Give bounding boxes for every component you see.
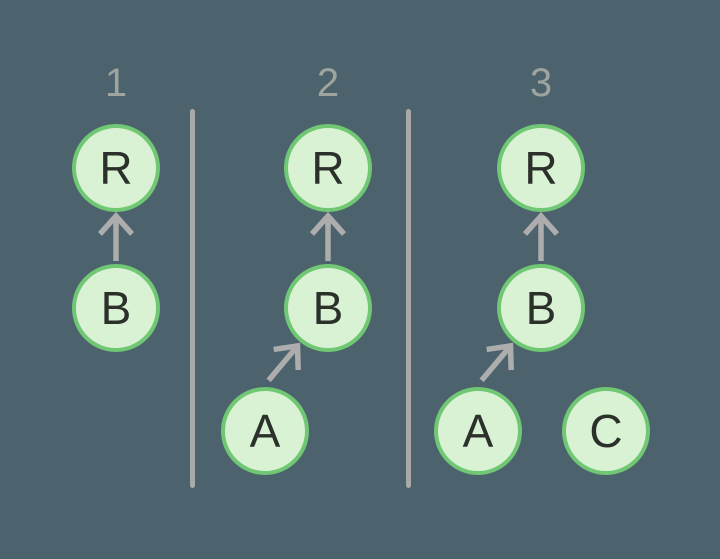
node-r-panel-3: R [497, 124, 585, 212]
node-a-panel-3: A [434, 387, 522, 475]
node-c-panel-3: C [562, 387, 650, 475]
node-letter: C [589, 405, 623, 457]
node-letter: A [249, 405, 281, 457]
node-letter: R [311, 142, 345, 194]
node-letter: B [100, 282, 132, 334]
node-letter: R [524, 142, 558, 194]
panel-divider-1-2 [190, 109, 195, 488]
arrow-b-to-r-panel-2 [309, 211, 347, 261]
node-b-panel-3: B [497, 264, 585, 352]
node-letter: A [462, 405, 494, 457]
panel-divider-2-3 [406, 109, 411, 488]
node-letter: B [525, 282, 557, 334]
arrow-b-to-r-panel-1 [97, 211, 135, 261]
arrow-b-to-r-panel-3 [522, 211, 560, 261]
node-r-panel-1: R [72, 124, 160, 212]
node-b-panel-1: B [72, 264, 160, 352]
panel-2-label: 2 [316, 60, 340, 105]
arrow-a-to-b-panel-3 [479, 342, 514, 383]
node-letter: B [312, 282, 344, 334]
panel-1-label: 1 [104, 60, 128, 105]
node-letter: R [99, 142, 133, 194]
node-r-panel-2: R [284, 124, 372, 212]
panel-3-label: 3 [529, 60, 553, 105]
node-b-panel-2: B [284, 264, 372, 352]
arrow-a-to-b-panel-2 [266, 342, 301, 383]
node-a-panel-2: A [221, 387, 309, 475]
